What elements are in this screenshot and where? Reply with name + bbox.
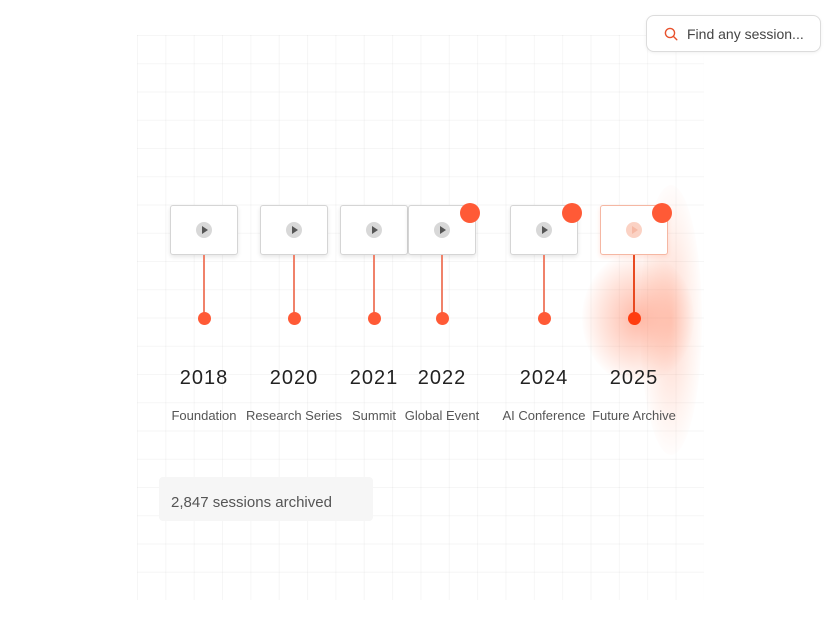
timeline-connector (543, 255, 545, 318)
search-box[interactable] (646, 15, 821, 52)
play-icon (626, 222, 642, 238)
timeline-connector (373, 255, 375, 318)
timeline-connector (441, 255, 443, 318)
timeline-year: 2020 (269, 367, 319, 389)
session-thumbnail[interactable] (600, 205, 668, 255)
timeline-label: Summit (351, 408, 397, 423)
search-icon (664, 27, 678, 41)
timeline-label: AI Conference (502, 408, 586, 423)
notification-badge (652, 203, 672, 223)
notification-badge (562, 203, 582, 223)
timeline-connector (633, 255, 635, 318)
timeline-dot[interactable] (367, 311, 381, 325)
timeline-year: 2021 (349, 367, 399, 389)
timeline-dot[interactable] (435, 311, 449, 325)
timeline-year: 2025 (609, 367, 659, 389)
play-icon (196, 222, 212, 238)
search-input[interactable] (687, 25, 817, 42)
sessions-count: 2,847 sessions archived (159, 477, 373, 521)
timeline-year: 2022 (417, 367, 467, 389)
session-thumbnail[interactable] (170, 205, 238, 255)
timeline-dot[interactable] (537, 311, 551, 325)
play-icon (366, 222, 382, 238)
timeline-connector (203, 255, 205, 318)
timeline-label: Future Archive (592, 408, 676, 423)
play-icon (536, 222, 552, 238)
timeline-year: 2018 (179, 367, 229, 389)
notification-badge (460, 203, 480, 223)
session-thumbnail[interactable] (260, 205, 328, 255)
timeline-label: Foundation (171, 408, 237, 423)
session-thumbnail[interactable] (340, 205, 408, 255)
play-icon (286, 222, 302, 238)
timeline-dot[interactable] (197, 311, 211, 325)
play-icon (434, 222, 450, 238)
timeline-dot[interactable] (627, 311, 641, 325)
timeline-label: Research Series (245, 408, 343, 423)
timeline-dot[interactable] (287, 311, 301, 325)
timeline-connector (293, 255, 295, 318)
timeline-label: Global Event (404, 408, 480, 423)
timeline-year: 2024 (519, 367, 569, 389)
